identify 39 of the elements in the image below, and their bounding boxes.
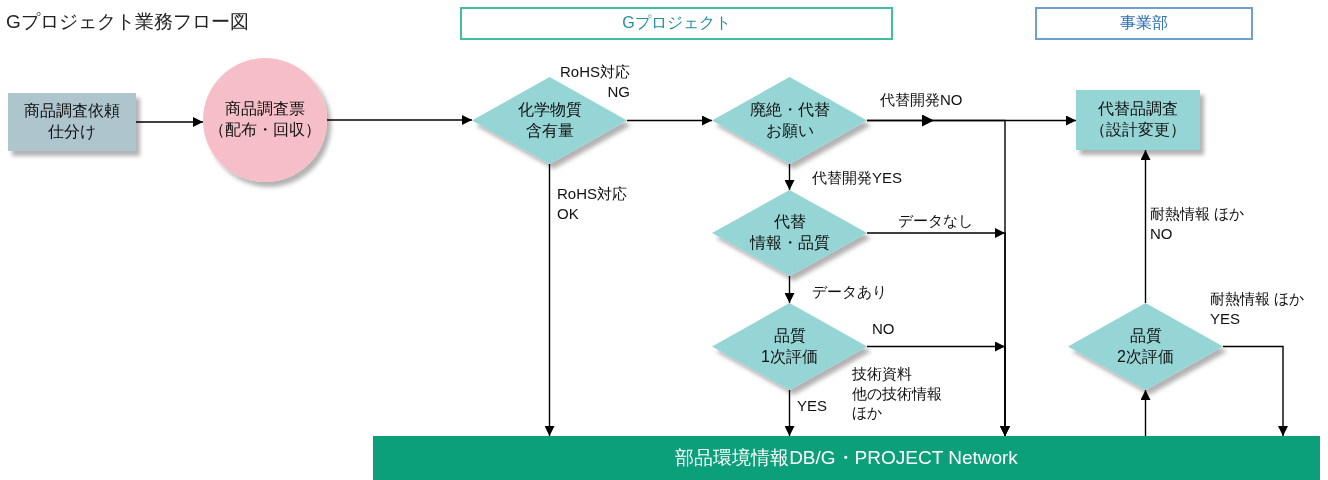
node-label: 部品環境情報DB/G・PROJECT Network — [675, 445, 1018, 470]
arrow — [326, 115, 473, 125]
edge-label: 耐熱情報 ほか YES — [1210, 289, 1306, 328]
node-label: Gプロジェクト — [622, 13, 731, 34]
arrow — [866, 342, 1010, 437]
note-text: 技術資料他の技術情報ほか — [852, 364, 943, 423]
edge-label: NO — [872, 319, 895, 339]
edge-label: 代替開発YES — [812, 168, 902, 188]
node-label: 商品調査依頼仕分け — [24, 101, 120, 142]
arrow — [1140, 149, 1151, 304]
arrow — [544, 163, 555, 437]
arrow — [784, 163, 795, 191]
edge-label: RoHS対応 NG — [559, 62, 630, 101]
node-label: 化学物質含有量 — [517, 99, 582, 141]
edge-label: 耐熱情報 ほか NO — [1150, 204, 1246, 243]
arrow — [135, 117, 204, 127]
node-label: 代替情報・品質 — [749, 212, 830, 253]
node-label: 廃絶・代替お願い — [749, 99, 830, 141]
arrow — [1140, 389, 1151, 437]
node-label: 代替品調査（設計変更） — [1090, 99, 1186, 140]
node-label: 商品調査票（配布・回収） — [209, 99, 321, 140]
arrow — [784, 389, 795, 437]
edge-label: データなし — [898, 211, 973, 231]
edge-label: 代替開発NO — [880, 90, 963, 110]
process-box — [1076, 90, 1200, 150]
node-label: 品質2次評価 — [1117, 325, 1174, 367]
process-box — [8, 93, 136, 151]
arrow — [784, 275, 795, 304]
edge-label: RoHS対応 OK — [557, 184, 628, 223]
database-bar — [373, 436, 1320, 480]
arrow — [626, 115, 713, 126]
diagram-title: Gプロジェクト業務フロー図 — [6, 10, 249, 34]
section-header — [1035, 7, 1253, 40]
section-header — [460, 7, 893, 40]
arrow — [1222, 345, 1288, 437]
edge-label: YES — [797, 396, 827, 416]
node-label: 事業部 — [1120, 13, 1168, 34]
edge-label: データあり — [812, 282, 887, 302]
node-label: 品質1次評価 — [761, 325, 818, 367]
